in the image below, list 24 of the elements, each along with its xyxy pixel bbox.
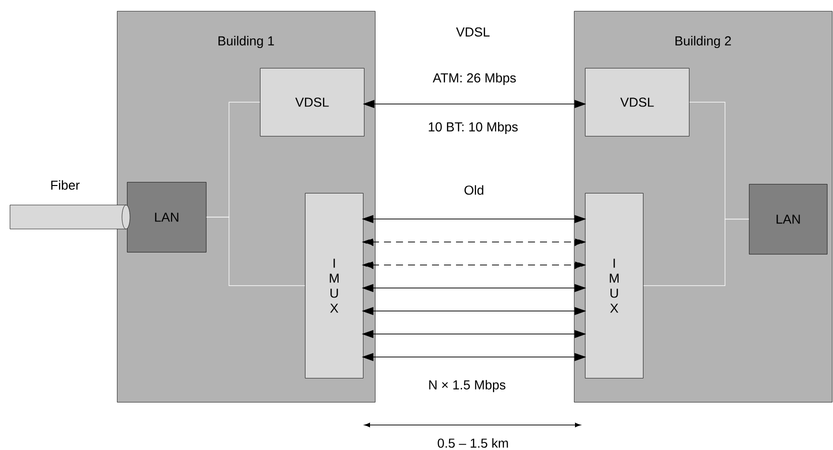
vdsl-box: VDSL <box>585 68 690 136</box>
text-label: 0.5 – 1.5 km <box>438 438 508 448</box>
fiber-cable <box>10 204 130 230</box>
text-label: N × 1.5 Mbps <box>429 380 506 392</box>
imux-box: I M U X <box>585 193 644 378</box>
text-label: 10 BT: 10 Mbps <box>428 122 518 134</box>
arrow <box>362 330 586 338</box>
vdsl-box: VDSL <box>260 68 364 136</box>
text-label: VDSL <box>456 27 490 37</box>
arrow <box>364 100 586 108</box>
connector-line <box>206 216 306 286</box>
arrow <box>362 238 586 246</box>
lan-box: LAN <box>127 182 206 252</box>
arrow <box>362 284 586 292</box>
cable-label: Fiber <box>51 180 80 190</box>
arrow <box>362 352 586 361</box>
edge-label: ATM: 26 Mbps <box>432 72 518 86</box>
arrow <box>362 260 586 269</box>
connector-line <box>643 218 750 286</box>
arrow <box>362 306 586 315</box>
lan-box: LAN <box>749 184 828 254</box>
imux-box: I M U X <box>305 193 364 378</box>
edge-label: Old <box>462 184 486 196</box>
arrow <box>362 214 586 223</box>
